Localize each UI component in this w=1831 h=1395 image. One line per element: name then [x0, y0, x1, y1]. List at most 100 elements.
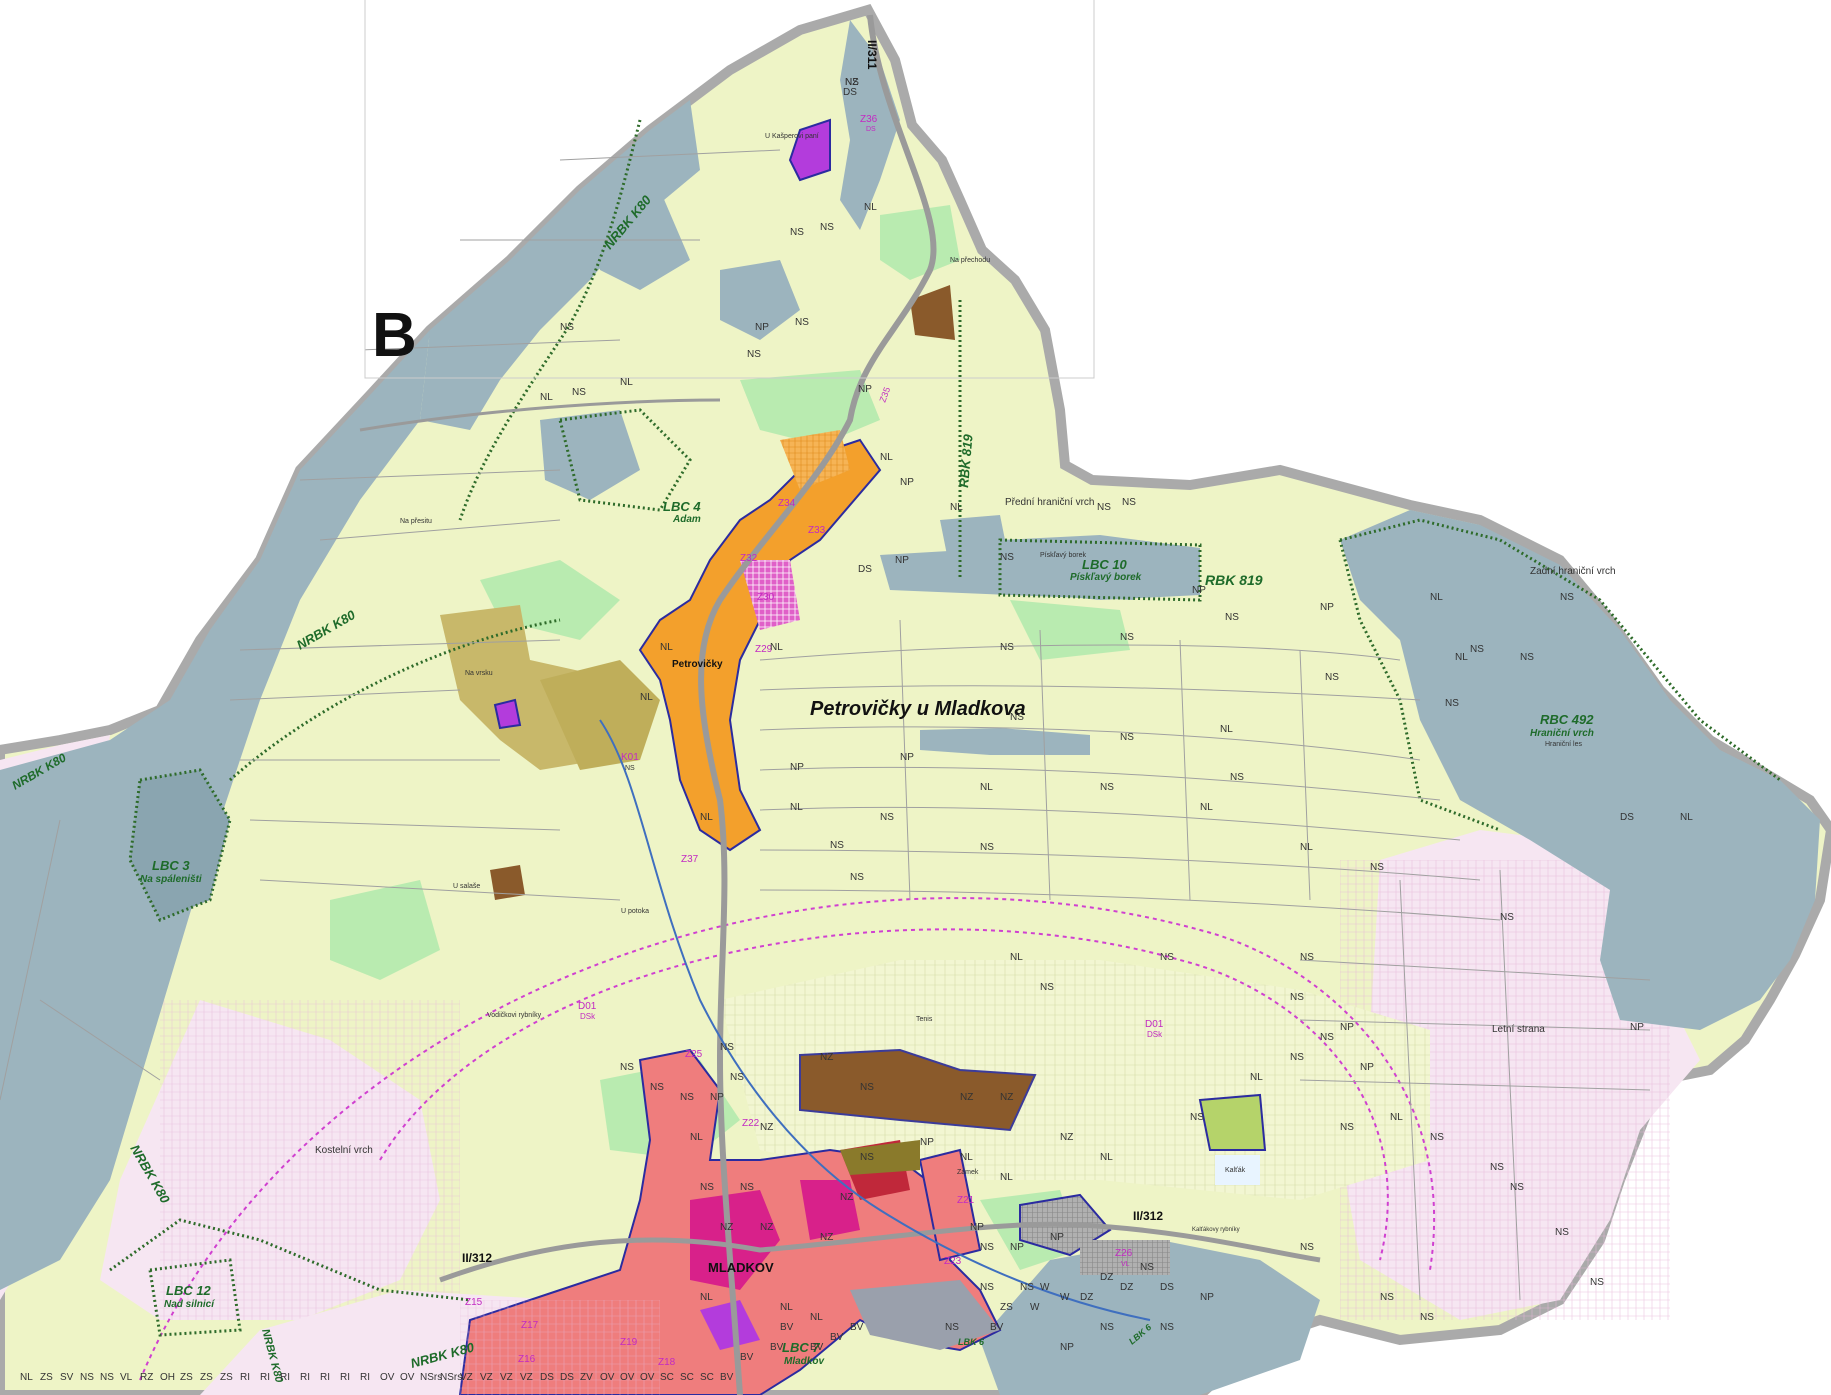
zone-vz-salas: [490, 865, 525, 900]
zone-code-label: OV: [400, 1372, 415, 1383]
zone-code-label: NS: [1122, 497, 1136, 508]
plan-z36-sub: DS: [866, 126, 876, 133]
inset-top-left: [0, 0, 365, 378]
zone-code-label: NP: [1050, 1232, 1064, 1243]
zone-ov-north: [788, 118, 831, 182]
zone-code-label: VZ: [480, 1372, 493, 1383]
zone-code-label: NS: [572, 387, 586, 398]
zone-code-label: NS: [790, 227, 804, 238]
plan-d01-west: D01: [578, 1001, 597, 1012]
road-ds-north: [359, 398, 721, 432]
zone-code-label: NS: [1225, 612, 1239, 623]
zone-nl-mid3: [540, 410, 640, 500]
plan-d01-east: D01: [1145, 1019, 1164, 1030]
zone-code-label: NZ: [820, 1052, 833, 1063]
zone-code-label: W: [1030, 1302, 1040, 1313]
zone-code-label: NS: [1160, 1322, 1174, 1333]
zone-code-label: DZ: [1120, 1282, 1133, 1293]
zone-code-label: NL: [1200, 802, 1213, 813]
zone-code-label: NS: [820, 222, 834, 233]
zone-code-label: NL: [700, 1292, 713, 1303]
zone-code-label: NS: [1380, 1292, 1394, 1303]
zone-code-label: BV: [850, 1322, 864, 1333]
zone-code-label: NS: [1340, 1122, 1354, 1133]
zone-code-label: NZ: [1000, 1092, 1013, 1103]
label-road-ii311: II/311: [865, 40, 879, 70]
zone-code-label: NS: [830, 840, 844, 851]
zone-dz: [850, 1280, 1000, 1350]
panel-letter: B: [372, 301, 417, 370]
zone-sc-center: [690, 1190, 780, 1290]
plan-z26: Z26: [1115, 1248, 1133, 1259]
zone-nz-sw-grid: [160, 1000, 460, 1320]
zone-code-label: NZ: [840, 1192, 853, 1203]
label-lbc4-name: Adam: [672, 514, 701, 525]
zone-code-label: NP: [1010, 1242, 1024, 1253]
zone-code-label: OV: [640, 1372, 655, 1383]
zone-nsrs-2: [540, 660, 660, 770]
zone-code-label: NS: [560, 322, 574, 333]
zone-code-label: NL: [864, 202, 877, 213]
zone-code-label: NS: [1000, 642, 1014, 653]
zone-code-label: ZS: [200, 1372, 213, 1383]
biocorridor-nrbk-k80-north: [458, 119, 642, 521]
zone-code-label: OV: [600, 1372, 615, 1383]
zone-nl-mid4: [940, 515, 1010, 570]
label-rbc492: RBC 492: [1540, 712, 1594, 727]
zone-code-label: NP: [895, 555, 909, 566]
zone-code-label: W: [1060, 1292, 1070, 1303]
zone-code-label: NP: [900, 477, 914, 488]
zone-code-label: NS: [1520, 652, 1534, 663]
zone-code-label: DS: [1160, 1282, 1174, 1293]
zone-code-label: BV: [720, 1372, 734, 1383]
zone-code-label: NS: [620, 1062, 634, 1073]
zone-code-label: NL: [770, 642, 783, 653]
zone-code-label: ZV: [580, 1372, 593, 1383]
zone-code-label: NS: [680, 1092, 694, 1103]
road-ii312: [439, 1221, 1321, 1283]
zone-np-1: [880, 205, 960, 280]
label-lbc10: LBC 10: [1082, 557, 1128, 572]
zone-rz: [840, 1140, 920, 1175]
label-kasperova: U Kašperovi paní: [765, 133, 819, 140]
zone-code-label: NP: [1320, 602, 1334, 613]
zone-code-label: NL: [960, 1152, 973, 1163]
zone-code-label: NP: [900, 752, 914, 763]
zone-water-kaltak: [1215, 1155, 1260, 1185]
zone-ov-west: [493, 698, 522, 730]
zone-nl-north-strip: [840, 20, 900, 230]
zone-code-label: RI: [320, 1372, 330, 1383]
label-zamek: Zámek: [957, 1169, 979, 1176]
zone-code-label: NS: [980, 1242, 994, 1253]
zone-code-label: NL: [1000, 1172, 1013, 1183]
plan-z17: Z17: [521, 1320, 539, 1331]
zone-code-label: NS: [1010, 712, 1024, 723]
zone-code-label: NS: [747, 349, 761, 360]
inset-top-right: [1094, 0, 1831, 378]
zone-code-label: NS: [1555, 1227, 1569, 1238]
zone-code-label: NP: [1340, 1022, 1354, 1033]
zone-code-label: NS: [1590, 1277, 1604, 1288]
zone-code-label: SC: [700, 1372, 714, 1383]
zone-code-label: NS: [1160, 952, 1174, 963]
zone-code-label: BV: [830, 1332, 844, 1343]
zone-code-label: NSrs: [420, 1372, 442, 1383]
zone-code-label: NL: [950, 502, 963, 513]
zone-code-label: NL: [1430, 592, 1443, 603]
zone-code-label: NS: [730, 1072, 744, 1083]
zone-code-label: NL: [660, 642, 673, 653]
zone-code-label: RI: [360, 1372, 370, 1383]
zone-code-label: NS: [100, 1372, 114, 1383]
plan-z36: Z36: [860, 114, 878, 125]
zone-code-label: SC: [660, 1372, 674, 1383]
label-rbc492-name: Hraniční vrch: [1530, 728, 1594, 739]
zone-code-label: NS: [1445, 698, 1459, 709]
zone-code-label: W: [1040, 1282, 1050, 1293]
label-na-presitu: Na přesitu: [400, 518, 432, 525]
zone-code-label: ZS: [1000, 1302, 1013, 1313]
zone-code-label: NS: [1120, 632, 1134, 643]
zone-vl-z26: [1080, 1240, 1170, 1275]
zone-code-label: NL: [1390, 1112, 1403, 1123]
label-lbc4: LBC 4: [663, 499, 701, 514]
